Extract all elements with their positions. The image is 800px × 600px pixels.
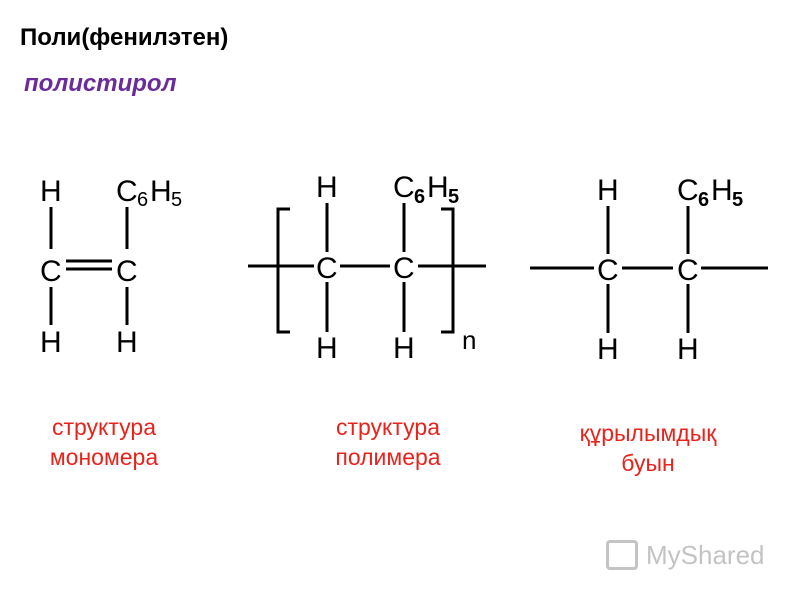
polymer-degree-n: n <box>462 325 476 355</box>
polymer-atom-h-bottom-left: H <box>316 332 338 365</box>
monomer-phenyl-c: C <box>116 175 138 208</box>
polymer-atom-h-bottom-right: H <box>393 332 415 365</box>
polymer-atom-c-left: C <box>316 252 338 285</box>
caption-polymer: структура полимера <box>278 412 498 472</box>
polymer-phenyl-6: 6 <box>414 186 425 208</box>
unit-atom-c-left: C <box>597 254 619 287</box>
caption-monomer-line-2: мономера <box>49 444 159 470</box>
monomer-phenyl-group: C 6 H 5 <box>116 175 182 211</box>
polymer-formula: H C C H H C 6 H 5 n <box>248 171 486 365</box>
polymer-bracket-right <box>441 207 455 334</box>
caption-structural-unit: құрылымдық буын <box>538 418 758 478</box>
unit-atom-h-top: H <box>597 174 619 207</box>
presentation-board-icon <box>606 540 638 570</box>
polymer-phenyl-5: 5 <box>448 186 459 208</box>
structural-unit-formula: H C C H H C 6 H 5 <box>530 174 768 366</box>
watermark-text: MyShared <box>646 540 765 570</box>
caption-polymer-line-1: структура <box>335 414 440 440</box>
monomer-atom-h-top: H <box>40 175 62 208</box>
myshared-watermark: MyShared <box>606 536 766 576</box>
polymer-atom-h-top: H <box>316 171 338 204</box>
unit-phenyl-h: H <box>711 174 733 207</box>
monomer-atom-h-bottom-left: H <box>40 326 62 359</box>
monomer-phenyl-5: 5 <box>171 189 182 211</box>
unit-atom-h-bottom-right: H <box>677 333 699 366</box>
unit-phenyl-group: C 6 H 5 <box>677 174 743 211</box>
caption-unit-line-1: құрылымдық <box>579 420 717 446</box>
polymer-bracket-left <box>276 207 290 334</box>
unit-atom-c-right: C <box>677 254 699 287</box>
monomer-atom-c-left: C <box>40 255 62 288</box>
caption-polymer-line-2: полимера <box>335 444 441 470</box>
polymer-phenyl-h: H <box>427 171 449 204</box>
unit-phenyl-c: C <box>677 174 699 207</box>
caption-monomer: структура мономера <box>0 412 214 472</box>
unit-phenyl-6: 6 <box>698 189 709 211</box>
monomer-formula: H C C H H C 6 H 5 <box>40 175 182 359</box>
page-subtitle: полистирол <box>24 70 177 97</box>
caption-monomer-line-1: структура <box>51 414 156 440</box>
caption-unit-line-2: буын <box>621 450 675 476</box>
monomer-phenyl-6: 6 <box>137 189 148 211</box>
monomer-atom-c-right: C <box>116 255 138 288</box>
monomer-atom-h-bottom-right: H <box>116 326 138 359</box>
polymer-phenyl-c: C <box>393 171 415 204</box>
monomer-phenyl-h: H <box>150 175 172 208</box>
polymer-phenyl-group: C 6 H 5 <box>393 171 459 208</box>
unit-atom-h-bottom-left: H <box>597 333 619 366</box>
unit-phenyl-5: 5 <box>732 189 743 211</box>
page-title: Поли(фенилэтен) <box>20 24 229 51</box>
polymer-atom-c-right: C <box>393 252 415 285</box>
